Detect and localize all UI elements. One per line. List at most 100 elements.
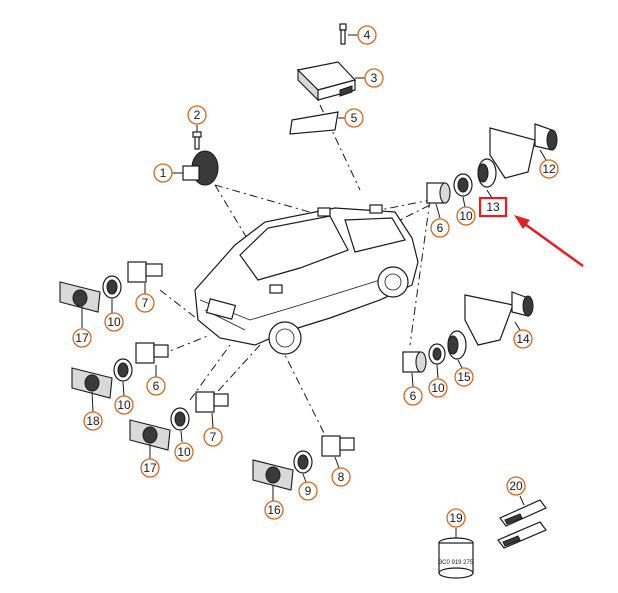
highlight-box [478,196,508,218]
callout-label: 4 [364,28,371,42]
callout-20: 20 [506,476,526,496]
side-cap-part [511,291,534,317]
callout-label: 6 [437,221,444,235]
connector-line [279,344,326,436]
connector-line [319,104,361,191]
callout-label: 10 [117,398,131,412]
callout-7-upper: 7 [135,293,155,313]
callout-6-right: 6 [403,386,423,406]
callout-13-highlighted: 13 [478,196,508,218]
callout-label: 2 [194,108,201,122]
callout-label: 7 [210,430,217,444]
sensor-part [426,182,451,204]
callout-4: 4 [357,25,377,45]
screw-part [192,131,202,150]
roof-marker-rear [369,204,383,214]
ring-part-9 [293,450,313,474]
bolt-part [339,23,347,45]
callout-label: 15 [457,370,471,384]
side-bracket-part [464,294,514,346]
control-unit-part [296,61,357,102]
callout-label: 10 [459,209,473,223]
callout-10-right: 10 [428,378,448,398]
connector-line [209,344,261,401]
callout-5: 5 [344,108,364,128]
callout-label: 17 [75,331,89,345]
callout-label: 7 [142,296,149,310]
callout-label: 10 [107,315,121,329]
callout-label: 17 [143,461,157,475]
rear-wheel [377,266,409,298]
arrow-head-icon [514,215,530,229]
callout-label: 16 [267,503,281,517]
callout-17-upper: 17 [72,328,92,348]
seal-ring-part [453,173,473,197]
callout-17-lower: 17 [140,458,160,478]
callout-label: 14 [516,332,530,346]
rear-bracket-part [489,127,536,179]
callout-label: 6 [153,379,160,393]
vehicle-illustration [194,204,419,355]
connector-line [409,199,431,346]
callout-10-center: 10 [174,442,194,462]
callout-6-upper: 6 [430,218,450,238]
callout-label: 18 [86,414,100,428]
car-side-windows [344,217,406,253]
red-arrow-pointer [514,215,584,268]
callout-8: 8 [331,467,351,487]
label-part [289,111,339,135]
ring-part-left [113,358,133,382]
callout-label: 20 [509,479,523,493]
callout-9: 9 [298,481,318,501]
callout-2: 2 [187,105,207,125]
callout-18: 18 [83,411,103,431]
side-sensor-part [402,351,427,373]
callout-label: 19 [449,511,463,525]
front-wheel [268,321,302,355]
hood-marker [269,284,283,294]
callout-label: 6 [410,389,417,403]
callout-label: 10 [177,445,191,459]
callout-label: 10 [431,381,445,395]
callout-16: 16 [264,500,284,520]
front-wheel-hub [275,328,295,348]
sensor-part-center [195,391,229,413]
side-seal-part [428,343,446,365]
callout-label: 13 [486,200,500,214]
roof-marker [317,207,331,217]
callout-label: 1 [160,166,167,180]
sensor-part-left [135,342,169,364]
callout-6-left: 6 [146,376,166,396]
leader-lines [81,34,547,538]
callout-12: 12 [539,159,559,179]
callout-14: 14 [513,329,533,349]
callout-10-front: 10 [104,312,124,332]
rear-cap-part [534,123,558,151]
arrow-shaft [521,220,584,268]
callout-label: 3 [371,71,378,85]
front-sensor-part [127,261,163,283]
connector-line [189,344,231,401]
callout-label: 12 [542,162,556,176]
grille-bracket-part [59,281,101,313]
car-windshield [239,215,349,281]
car-grille [205,298,237,320]
tool-part [497,499,547,549]
callout-7-lower: 7 [203,427,223,447]
callout-label: 9 [305,484,312,498]
sensor-holder-part [477,158,497,188]
callout-1: 1 [153,163,173,183]
side-holder-part [447,330,467,360]
sensor-part-8 [321,435,355,457]
bracket-part-18 [71,367,113,399]
callout-3: 3 [364,68,384,88]
callout-set: 1 2 3 4 5 6 6 6 7 7 8 9 10 10 10 10 10 1… [72,25,559,528]
connector-line [214,184,321,216]
buzzer-part [182,150,219,186]
front-ring-part [102,275,122,299]
callout-label: 8 [338,470,345,484]
callout-19: 19 [446,508,466,528]
callout-label: 5 [351,111,358,125]
